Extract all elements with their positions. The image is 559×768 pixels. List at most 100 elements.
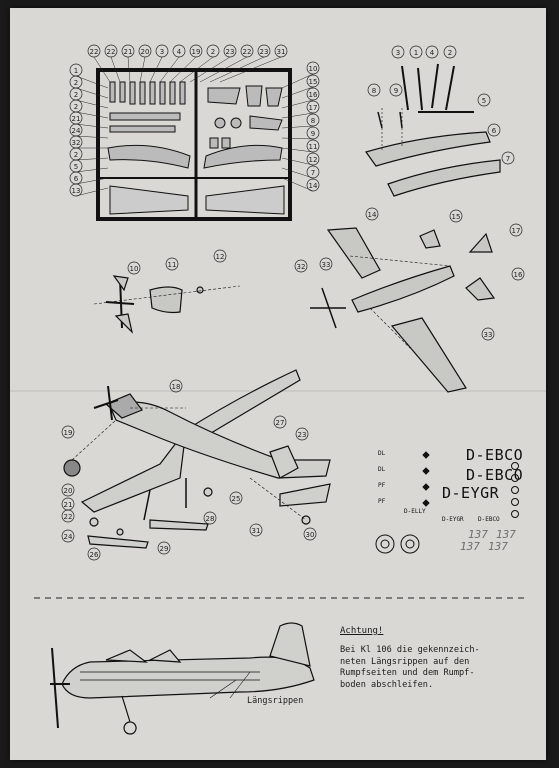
callout-number: 9 <box>281 126 320 140</box>
callout-number: 19 <box>169 44 203 83</box>
callout-number: 16 <box>281 87 320 109</box>
svg-text:28: 28 <box>206 515 215 523</box>
side-view-aircraft <box>50 622 315 735</box>
callout-number: 7 <box>501 151 515 165</box>
decal-small-reg: D-EBCO <box>478 516 500 523</box>
callout-number: 8 <box>367 83 381 97</box>
svg-text:2: 2 <box>74 91 78 99</box>
callout-number: 3 <box>391 45 405 59</box>
callout-number: 15 <box>281 74 320 99</box>
svg-text:9: 9 <box>311 130 315 138</box>
svg-text:27: 27 <box>276 419 285 427</box>
svg-text:24: 24 <box>72 127 81 135</box>
svg-text:6: 6 <box>492 127 497 135</box>
callout-number: 15 <box>449 209 463 223</box>
svg-text:22: 22 <box>64 513 73 521</box>
svg-text:13: 13 <box>72 187 81 195</box>
callout-number: 21 <box>121 44 135 83</box>
callout-number: 3 <box>149 44 169 83</box>
callout-number: 20 <box>61 483 75 497</box>
svg-text:33: 33 <box>484 331 493 339</box>
note-line: Rumpfseiten und dem Rumpf- <box>340 668 475 679</box>
callout-number: 21 <box>61 497 75 511</box>
svg-text:15: 15 <box>452 213 461 221</box>
callout-number: 16 <box>511 267 525 281</box>
callout-number: 26 <box>87 547 101 561</box>
decal-tag: DL <box>378 450 386 457</box>
svg-text:4: 4 <box>430 49 435 57</box>
svg-text:2: 2 <box>448 49 452 57</box>
callout-number: 14 <box>365 207 379 221</box>
callout-number: 23 <box>209 44 271 83</box>
svg-text:2: 2 <box>74 79 78 87</box>
svg-text:32: 32 <box>297 263 306 271</box>
callout-number: 23 <box>295 427 309 441</box>
svg-text:10: 10 <box>130 265 139 273</box>
svg-text:17: 17 <box>512 227 521 235</box>
callout-number: 28 <box>203 511 217 525</box>
assembly-drawing: 2222212034192232223311222212432256131015… <box>34 44 525 735</box>
svg-text:21: 21 <box>72 115 81 123</box>
svg-text:21: 21 <box>64 501 73 509</box>
decal-small-reg: D-ELLY <box>404 508 426 515</box>
callout-number: 22 <box>199 44 254 83</box>
svg-text:19: 19 <box>64 429 73 437</box>
decal-tag: DL <box>378 466 386 473</box>
svg-text:26: 26 <box>90 551 99 559</box>
rib-label: Längsrippen <box>247 696 304 706</box>
callout-number: 8 <box>281 113 320 129</box>
decal-roundels <box>375 451 519 554</box>
svg-text:22: 22 <box>107 48 116 56</box>
callout-number: 17 <box>281 100 320 119</box>
svg-text:11: 11 <box>168 261 177 269</box>
decal-small-reg: D-EYGR <box>442 516 464 523</box>
callout-number: 17 <box>509 223 523 237</box>
callout-number: 11 <box>281 139 320 153</box>
decal-registration: D-EBCO <box>466 466 524 484</box>
decal-registration: D-EBCO <box>466 446 524 464</box>
callout-number: 32 <box>294 259 308 273</box>
svg-text:23: 23 <box>298 431 307 439</box>
callout-number: 24 <box>61 529 75 543</box>
svg-text:2: 2 <box>74 151 78 159</box>
callout-number: 22 <box>87 44 111 83</box>
callout-number: 30 <box>303 527 317 541</box>
callout-number: 2 <box>179 44 220 83</box>
callout-number: 14 <box>281 177 320 192</box>
callout-number: 18 <box>169 379 183 393</box>
decal-registration: D-EYGR <box>442 484 500 502</box>
warning-note: Achtung! Bei Kl 106 die gekennzeich- net… <box>340 626 540 691</box>
decal-number: 137 <box>460 540 480 553</box>
note-line: Bei Kl 106 die gekennzeich- <box>340 645 480 656</box>
callout-number: 33 <box>481 327 495 341</box>
callout-number: 4 <box>425 45 439 59</box>
fuselage-halves <box>365 63 501 197</box>
svg-text:2: 2 <box>211 48 215 56</box>
note-title: Achtung! <box>340 626 384 636</box>
svg-text:22: 22 <box>243 48 252 56</box>
callout-number: 5 <box>69 159 109 173</box>
svg-text:15: 15 <box>309 78 318 86</box>
svg-text:30: 30 <box>306 531 315 539</box>
svg-text:25: 25 <box>232 495 241 503</box>
svg-text:16: 16 <box>309 91 318 99</box>
callout-number: 22 <box>104 44 121 83</box>
svg-text:7: 7 <box>506 155 510 163</box>
callout-number: 6 <box>487 123 501 137</box>
callout-number: 23 <box>189 44 237 83</box>
svg-text:17: 17 <box>309 104 318 112</box>
svg-text:3: 3 <box>396 49 400 57</box>
svg-text:7: 7 <box>311 169 315 177</box>
svg-text:16: 16 <box>514 271 523 279</box>
svg-text:5: 5 <box>482 97 486 105</box>
svg-text:23: 23 <box>226 48 235 56</box>
svg-text:8: 8 <box>311 117 315 125</box>
svg-text:33: 33 <box>322 261 331 269</box>
callout-number: 2 <box>69 147 109 161</box>
callout-number: 27 <box>273 415 287 429</box>
svg-text:3: 3 <box>160 48 164 56</box>
svg-text:22: 22 <box>90 48 99 56</box>
decal-tag: PF <box>378 482 386 489</box>
svg-text:6: 6 <box>74 175 79 183</box>
svg-text:20: 20 <box>141 48 150 56</box>
